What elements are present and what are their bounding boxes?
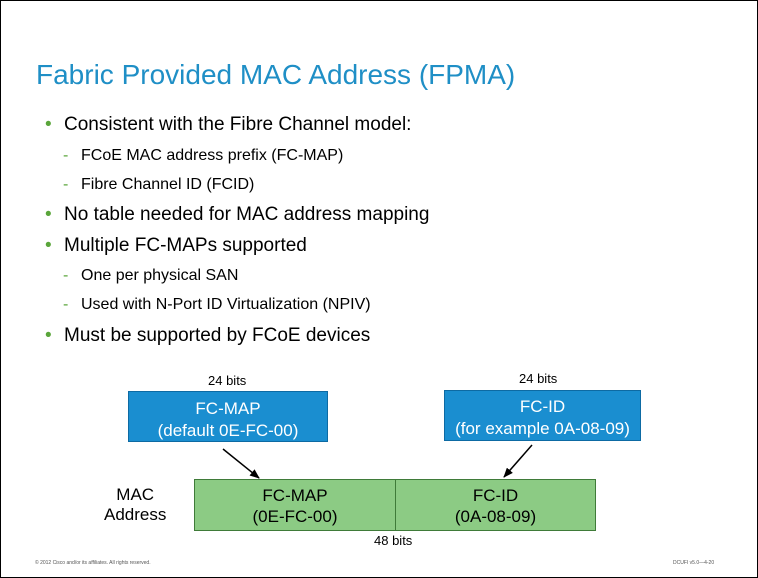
mac-fcmap-title: FC-MAP	[262, 486, 328, 505]
mac-fcid-title: FC-ID	[472, 486, 519, 505]
fcmap-bits-label: 24 bits	[208, 373, 247, 388]
course-code-footer: DCUFI v5.0—4-20	[673, 560, 715, 566]
fcid-arrow	[503, 444, 533, 478]
bullet-marker: •	[45, 204, 52, 225]
mac-label-line1: MAC	[116, 485, 155, 504]
fcmap-arrow	[222, 448, 260, 479]
sub-bullet-text: Used with N-Port ID Virtualization (NPIV…	[81, 296, 371, 313]
page-title: Fabric Provided MAC Address (FPMA)	[36, 59, 516, 90]
sub-bullet-marker: -	[63, 267, 69, 284]
mac-fcmap-value: (0E-FC-00)	[252, 507, 338, 526]
bullet-text: Must be supported by FCoE devices	[64, 325, 371, 346]
bullet-marker: •	[45, 114, 52, 135]
total-bits-label: 48 bits	[374, 533, 413, 548]
mac-address-label: MAC Address	[104, 485, 166, 525]
mac-fcid-value: (0A-08-09)	[454, 507, 537, 526]
fcmap-box: FC-MAP (default 0E-FC-00)	[128, 391, 328, 442]
fcid-box: FC-ID (for example 0A-08-09)	[444, 390, 641, 441]
mac-label-line2: Address	[104, 505, 167, 524]
mac-fcid-segment: FC-ID (0A-08-09)	[395, 479, 596, 531]
fcmap-box-default: (default 0E-FC-00)	[157, 421, 299, 440]
fcid-bits-label: 24 bits	[519, 371, 558, 386]
bullet-marker: •	[45, 235, 52, 256]
fcid-box-example: (for example 0A-08-09)	[455, 419, 630, 438]
bullet-text: Consistent with the Fibre Channel model:	[64, 114, 412, 135]
fcid-box-title: FC-ID	[519, 397, 566, 416]
sub-bullet-marker: -	[63, 147, 69, 164]
copyright-footer: © 2012 Cisco and/or its affiliates. All …	[35, 560, 151, 566]
bullet-text: Multiple FC-MAPs supported	[64, 235, 307, 256]
bullet-marker: •	[45, 325, 52, 346]
bullet-text: No table needed for MAC address mapping	[64, 204, 430, 225]
fcmap-box-title: FC-MAP	[195, 399, 261, 418]
sub-bullet-marker: -	[63, 176, 69, 193]
mac-fcmap-segment: FC-MAP (0E-FC-00)	[194, 479, 396, 531]
sub-bullet-text: Fibre Channel ID (FCID)	[81, 176, 255, 193]
sub-bullet-text: FCoE MAC address prefix (FC-MAP)	[81, 147, 344, 164]
sub-bullet-text: One per physical SAN	[81, 267, 239, 284]
sub-bullet-marker: -	[63, 296, 69, 313]
